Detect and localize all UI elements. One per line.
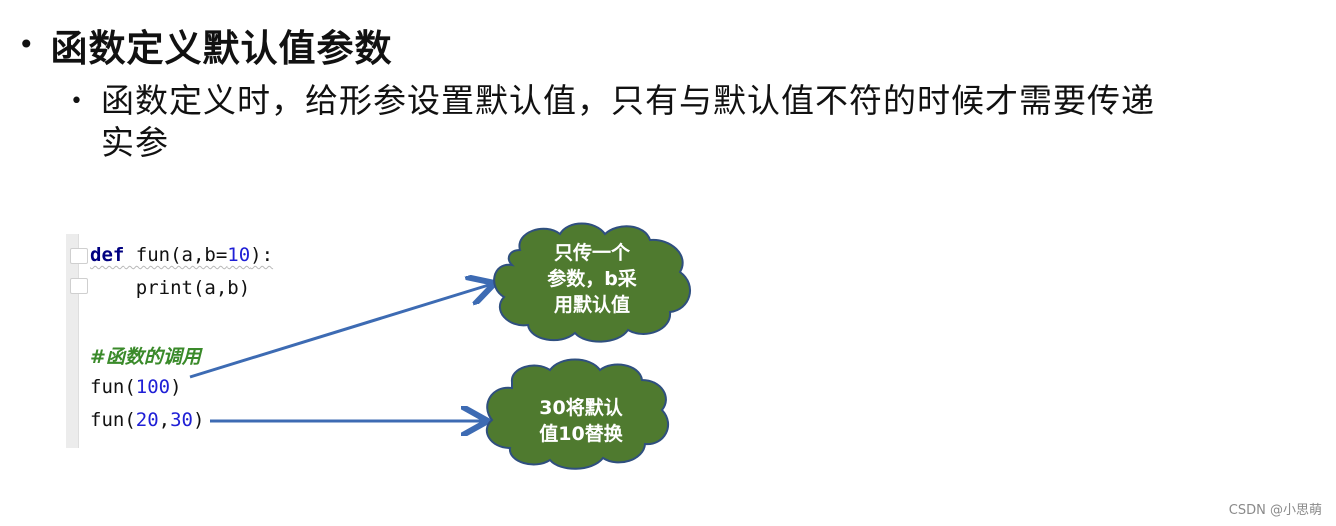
sub-bullet-line-1: 函数定义时，给形参设置默认值，只有与默认值不符的时候才需要传递 [100, 81, 1155, 120]
sub-bullet: • 函数定义时，给形参设置默认值，只有与默认值不符的时候才需要传递 实参 [70, 80, 1290, 164]
code-line-call-1: fun(100) [90, 376, 182, 398]
main-bullet: • 函数定义默认值参数 [18, 18, 393, 72]
callout-1-text: 只传一个 参数，b采 用默认值 [547, 242, 637, 316]
watermark: CSDN @小思萌 [1228, 503, 1322, 518]
code-line-comment: #函数的调用 [90, 346, 201, 368]
bullet-dot: • [70, 89, 83, 114]
cloud-shape-2 [485, 358, 669, 470]
fold-open-icon [70, 248, 88, 264]
cloud-shape-1 [493, 222, 691, 343]
sub-bullet-text: 函数定义时，给形参设置默认值，只有与默认值不符的时候才需要传递 实参 [101, 80, 1155, 164]
fold-close-icon [70, 278, 88, 294]
code-editor-snippet: def fun(a,b=10): print(a,b) #函数的调用 fun(1… [66, 234, 296, 448]
code-line-print: print(a,b) [90, 277, 251, 299]
slide-heading: 函数定义默认值参数 [50, 27, 393, 70]
keyword-def: def [90, 244, 125, 266]
callout-2-text: 30将默认 值10替换 [539, 397, 623, 445]
arrow-to-callout-1 [189, 284, 492, 379]
code-line-def: def fun(a,b=10): [90, 244, 274, 266]
bullet-dot: • [18, 28, 35, 61]
sub-bullet-line-2: 实参 [100, 123, 169, 162]
code-line-call-2: fun(20,30) [90, 409, 205, 431]
